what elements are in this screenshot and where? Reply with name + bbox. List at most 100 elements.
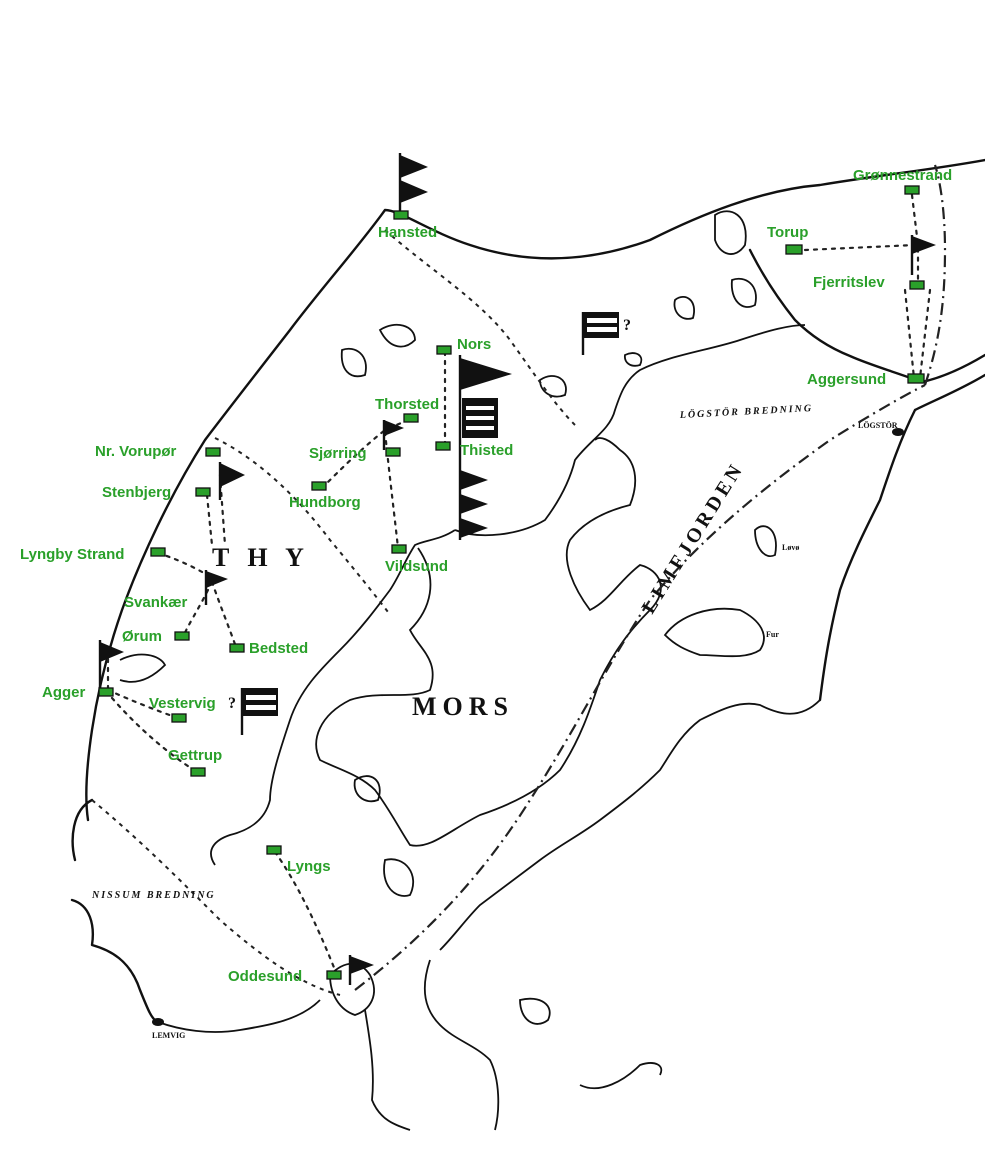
lake-8 (383, 858, 415, 897)
place-labels: Hansted Grønnestrand Torup Fjerritslev A… (20, 167, 952, 985)
marker-oddesund[interactable] (326, 970, 342, 980)
water-nissum-bredning: NISSUM BREDNING (91, 890, 216, 901)
label-vestervig: Vestervig (149, 695, 216, 712)
route-lyngby-svankaer (156, 551, 214, 580)
question-mark-nors: ? (623, 317, 631, 334)
agger-lagoon (119, 653, 167, 683)
label-lyngs: Lyngs (287, 858, 331, 875)
marker-stenbjerg[interactable] (195, 487, 211, 497)
route-agger-vestervig (106, 688, 180, 720)
label-hansted: Hansted (378, 224, 437, 241)
marker-hundborg[interactable] (311, 481, 327, 491)
flag-agger (98, 640, 124, 688)
route-thorsted-vildsund (383, 430, 400, 550)
salling-shore (439, 699, 821, 951)
lake-10 (353, 775, 381, 803)
town-fur: Fur (766, 630, 779, 639)
thy-inner-shore (210, 529, 456, 866)
marker-nr-vorupor[interactable] (205, 447, 221, 457)
route-limfjorden (354, 384, 926, 991)
limfjord-east-shore (818, 353, 985, 702)
lake-5 (673, 296, 695, 320)
route-torup-fjerritslev (803, 243, 917, 252)
flag-stenbjerg (218, 462, 245, 500)
marker-aggersund[interactable] (907, 373, 925, 384)
thisted-shore (454, 324, 806, 537)
mors-outline (315, 437, 662, 847)
lake-4 (730, 277, 757, 308)
flag-nors-striped: ? (581, 312, 631, 355)
marker-agger[interactable] (98, 687, 114, 697)
marker-thorsted[interactable] (403, 413, 419, 423)
marker-lyngby-strand[interactable] (150, 547, 166, 557)
lake-3 (714, 210, 747, 255)
marker-hansted[interactable] (393, 210, 409, 220)
marker-nors[interactable] (436, 345, 452, 355)
route-agger-gettrup (110, 696, 199, 774)
lake-9 (754, 525, 777, 557)
marker-orum[interactable] (174, 631, 190, 641)
label-nors: Nors (457, 336, 491, 353)
label-sjorring: Sjørring (309, 445, 367, 462)
label-bedsted: Bedsted (249, 640, 308, 657)
label-thorsted: Thorsted (375, 396, 439, 413)
marker-bedsted[interactable] (229, 643, 245, 653)
label-oddesund: Oddesund (228, 968, 302, 985)
label-agger: Agger (42, 684, 86, 701)
flag-svankaer (204, 570, 228, 605)
route-svankaer-orum (181, 588, 210, 639)
coastlines (70, 158, 985, 1131)
region-thy: T H Y (212, 543, 310, 572)
question-mark-vestervig: ? (228, 695, 236, 712)
lemvig-dot (152, 1018, 164, 1026)
label-lyngby-strand: Lyngby Strand (20, 546, 124, 563)
marker-gronnestrand[interactable] (904, 185, 920, 195)
north-coastline (85, 158, 985, 822)
marker-vildsund[interactable] (391, 544, 407, 554)
label-orum: Ørum (122, 628, 162, 645)
water-lostor-bredning: LÖGSTÖR BREDNING (678, 401, 813, 421)
region-mors: MORS (412, 692, 514, 721)
hanherred-coastline (748, 248, 924, 384)
marker-torup[interactable] (785, 244, 803, 255)
lake-7 (624, 352, 643, 367)
label-stenbjerg: Stenbjerg (102, 484, 171, 501)
marker-lyngs[interactable] (266, 845, 282, 855)
label-torup: Torup (767, 224, 808, 241)
lake-6 (539, 375, 567, 398)
flag-vestervig-striped: ? (228, 688, 278, 735)
route-svankaer-bedsted (210, 580, 238, 649)
flag-hansted (398, 153, 428, 212)
route-vorupor-vildsund (214, 437, 389, 613)
town-logstor: LÖGSTÖR (858, 421, 898, 430)
route-lyngs-oddesund (273, 850, 337, 972)
marker-fjerritslev[interactable] (909, 280, 925, 290)
fur-island (663, 607, 765, 658)
flag-fjerritslev (910, 235, 936, 275)
route-aggersund-gronnestrand (923, 164, 947, 386)
label-thisted: Thisted (460, 442, 513, 459)
lake-2 (340, 347, 367, 378)
route-hansted-thisted (384, 229, 576, 426)
lake-1 (378, 323, 416, 348)
label-svankaer: Svankær (124, 594, 188, 611)
label-nr-vorupor: Nr. Vorupør (95, 443, 177, 460)
signal-flags: ? (98, 153, 936, 985)
flag-oddesund (348, 955, 374, 985)
town-lemvig: LEMVIG (152, 1031, 185, 1040)
flag-thisted-stack (458, 355, 512, 540)
label-aggersund: Aggersund (807, 371, 886, 388)
town-lovo: Løvø (782, 543, 799, 552)
marker-vestervig[interactable] (171, 713, 187, 723)
label-gettrup: Gettrup (168, 747, 222, 764)
south-east-shore (519, 997, 663, 1090)
water-limfjorden: LIMFJORDEN (638, 458, 749, 618)
logstor-dot (892, 428, 904, 436)
label-vildsund: Vildsund (385, 558, 448, 575)
label-gronnestrand: Grønnestrand (853, 167, 952, 184)
marker-gettrup[interactable] (190, 767, 206, 777)
route-fjerritslev-aggersund (903, 288, 932, 380)
marker-sjorring[interactable] (385, 447, 401, 457)
marker-thisted[interactable] (435, 441, 451, 451)
